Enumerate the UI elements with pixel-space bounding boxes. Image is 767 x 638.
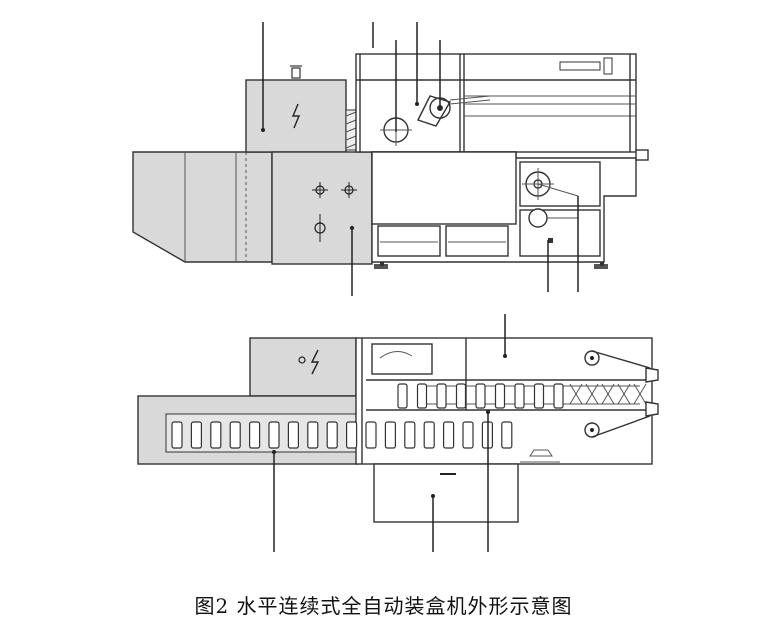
carton-slot: [326, 421, 338, 449]
carton-slot: [346, 421, 358, 449]
carton-slot: [268, 421, 280, 449]
carton-slot: [171, 421, 183, 449]
carton-slot: [229, 421, 241, 449]
plan-outfeed: [373, 463, 519, 523]
chain-bracing: [569, 383, 647, 405]
carton-slot: [397, 383, 408, 409]
plan-view: [137, 314, 659, 552]
carton-slot: [307, 421, 319, 449]
lightning-warning-icon: [291, 103, 301, 129]
carton-slot: [501, 421, 513, 449]
carton-slot: [365, 421, 377, 449]
carton-slot: [514, 383, 525, 409]
carton-slot: [416, 383, 428, 409]
carton-slot: [494, 383, 506, 409]
carton-slot: [462, 421, 474, 449]
pulley-icon: [312, 182, 357, 242]
carton-slot: [190, 421, 202, 449]
carton-slot: [423, 421, 435, 449]
carton-slot: [404, 421, 416, 449]
carton-slot: [436, 383, 447, 409]
carton-slot: [553, 383, 564, 409]
machine-diagram: [132, 22, 659, 552]
main-base: [271, 151, 373, 265]
plan-cabinet: [249, 337, 357, 397]
carton-slot: [475, 383, 486, 409]
carton-slot: [455, 383, 467, 409]
infeed-hopper: [132, 151, 273, 263]
carton-slot: [443, 421, 455, 449]
alarm-lamp-icon: [290, 65, 302, 79]
side-elevation-view: [132, 22, 649, 296]
carton-slot: [249, 421, 261, 449]
figure-caption: 图2 水平连续式全自动装盒机外形示意图: [194, 594, 573, 618]
carton-slot: [384, 421, 396, 449]
carton-slot: [210, 421, 222, 449]
carton-slot: [287, 421, 299, 449]
carton-slot: [533, 383, 545, 409]
